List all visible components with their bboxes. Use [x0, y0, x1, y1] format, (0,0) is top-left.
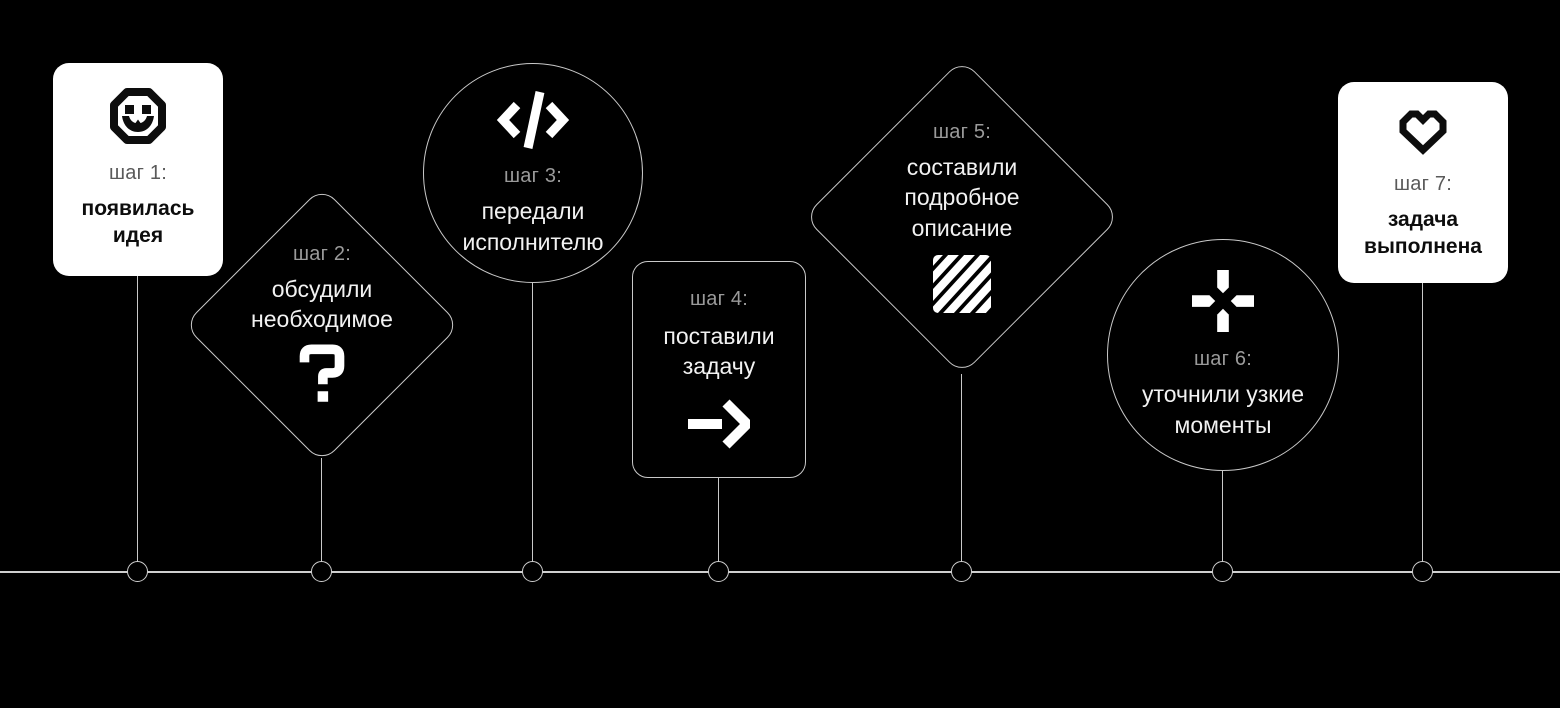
step-5-diamond: шаг 5: составили подробное описание	[803, 58, 1121, 376]
connector-line-step-5	[961, 374, 962, 562]
step-title: передали исполнителю	[462, 198, 604, 255]
connector-line-step-1	[137, 276, 138, 562]
step-label: шаг 1:	[109, 162, 167, 184]
connector-line-step-7	[1422, 283, 1423, 562]
step-2-diamond: шаг 2: обсудили необходимое	[183, 186, 461, 464]
step-label: шаг 4:	[690, 287, 748, 310]
connector-line-step-6	[1222, 471, 1223, 562]
step-title: обсудили необходимое	[251, 275, 393, 332]
step-3-circle: шаг 3: передали исполнителю	[423, 63, 643, 283]
step-title: уточнили узкие моменты	[1142, 381, 1304, 438]
step-title: задача выполнена	[1364, 208, 1482, 259]
plus-icon	[1192, 270, 1254, 333]
connector-line-step-4	[718, 478, 719, 562]
timeline-line	[0, 571, 1560, 573]
timeline-dot-5	[951, 561, 972, 582]
arrow-icon	[688, 399, 750, 449]
timeline-dot-3	[522, 561, 543, 582]
step-label: шаг 5:	[933, 120, 991, 143]
step-title: составили подробное описание	[904, 153, 1020, 241]
timeline-dot-4	[708, 561, 729, 582]
timeline-dot-7	[1412, 561, 1433, 582]
step-label: шаг 3:	[504, 165, 562, 188]
step-title: появилась идея	[81, 197, 195, 248]
stripes-icon	[933, 255, 991, 314]
question-icon	[299, 344, 345, 403]
step-title: поставили задачу	[663, 322, 775, 379]
connector-line-step-2	[321, 458, 322, 562]
step-label: шаг 7:	[1394, 173, 1452, 195]
timeline-dot-1	[127, 561, 148, 582]
step-6-circle: шаг 6: уточнили узкие моменты	[1107, 239, 1339, 471]
timeline-dot-2	[311, 561, 332, 582]
connector-line-step-3	[532, 283, 533, 562]
timeline-dot-6	[1212, 561, 1233, 582]
step-label: шаг 6:	[1194, 348, 1252, 371]
step-label: шаг 2:	[293, 242, 351, 265]
smiley-icon	[110, 88, 166, 144]
step-7-card: шаг 7: задача выполнена	[1338, 82, 1508, 283]
heart-icon	[1399, 110, 1447, 155]
step-4-rect: шаг 4: поставили задачу	[632, 261, 806, 478]
step-1-card: шаг 1: появилась идея	[53, 63, 223, 276]
code-icon	[496, 91, 570, 150]
